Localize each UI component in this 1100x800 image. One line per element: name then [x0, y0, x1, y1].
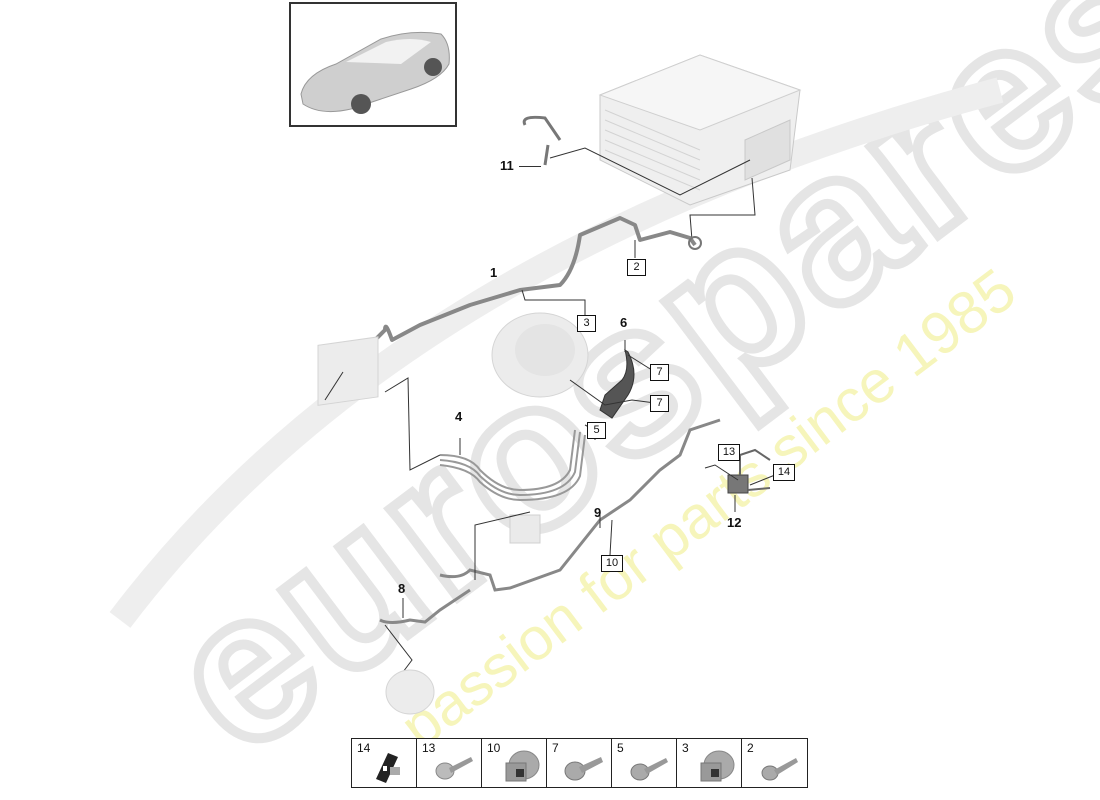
callout-1: 1	[490, 265, 498, 280]
bolt-icon	[630, 758, 668, 781]
callout-9: 9	[594, 505, 602, 520]
car-icon	[300, 31, 450, 114]
battery-unit[interactable]	[598, 54, 802, 206]
fastener-cell-5[interactable]: 5	[612, 739, 677, 787]
nut-icon	[700, 750, 735, 782]
callout-6: 6	[620, 315, 628, 330]
boxed-label-7-upper: 7	[650, 364, 669, 381]
heater-unit[interactable]	[317, 336, 379, 406]
fastener-table: 14 13 10 7 5 3	[351, 738, 808, 788]
part-12-sensor[interactable]	[727, 448, 771, 494]
part-8-line[interactable]	[379, 588, 471, 624]
fastener-number: 3	[682, 741, 689, 755]
part-9-line[interactable]	[439, 418, 721, 592]
boxed-label-2: 2	[627, 259, 646, 276]
callout-4: 4	[455, 409, 463, 424]
boxed-label-14: 14	[773, 464, 795, 481]
fastener-number: 14	[357, 741, 371, 755]
fastener-cell-3[interactable]: 3	[677, 739, 742, 787]
part-6-bracket[interactable]	[599, 348, 635, 419]
fastener-cell-10[interactable]: 10	[482, 739, 547, 787]
callout-11: 11	[500, 158, 514, 173]
fastener-number: 13	[422, 741, 436, 755]
callout-11-leader	[519, 166, 541, 167]
fastener-number: 7	[552, 741, 559, 755]
fastener-cell-2[interactable]: 2	[742, 739, 807, 787]
ac-compressor[interactable]	[385, 669, 435, 715]
vehicle-thumbnail	[289, 2, 457, 127]
clip-icon	[376, 753, 400, 783]
expansion-valve[interactable]	[509, 514, 541, 544]
part-1-line[interactable]	[339, 216, 697, 367]
part-11-hose[interactable]	[522, 115, 562, 166]
nut-icon	[505, 750, 540, 782]
boxed-label-3: 3	[577, 315, 596, 332]
fastener-cell-7[interactable]: 7	[547, 739, 612, 787]
bolt-icon	[564, 757, 603, 781]
boxed-label-5: 5	[587, 422, 606, 439]
callout-8: 8	[398, 581, 406, 596]
screw-icon	[761, 758, 798, 781]
screw-icon	[435, 757, 473, 780]
electric-motor[interactable]	[491, 312, 589, 398]
fastener-number: 5	[617, 741, 624, 755]
fastener-cell-13[interactable]: 13	[417, 739, 482, 787]
boxed-label-13: 13	[718, 444, 740, 461]
part-4-lines[interactable]	[439, 429, 586, 502]
boxed-label-7-lower: 7	[650, 395, 669, 412]
fastener-cell-14[interactable]: 14	[352, 739, 417, 787]
boxed-label-10: 10	[601, 555, 623, 572]
fastener-number: 10	[487, 741, 501, 755]
fastener-number: 2	[747, 741, 754, 755]
callout-12: 12	[727, 515, 742, 530]
